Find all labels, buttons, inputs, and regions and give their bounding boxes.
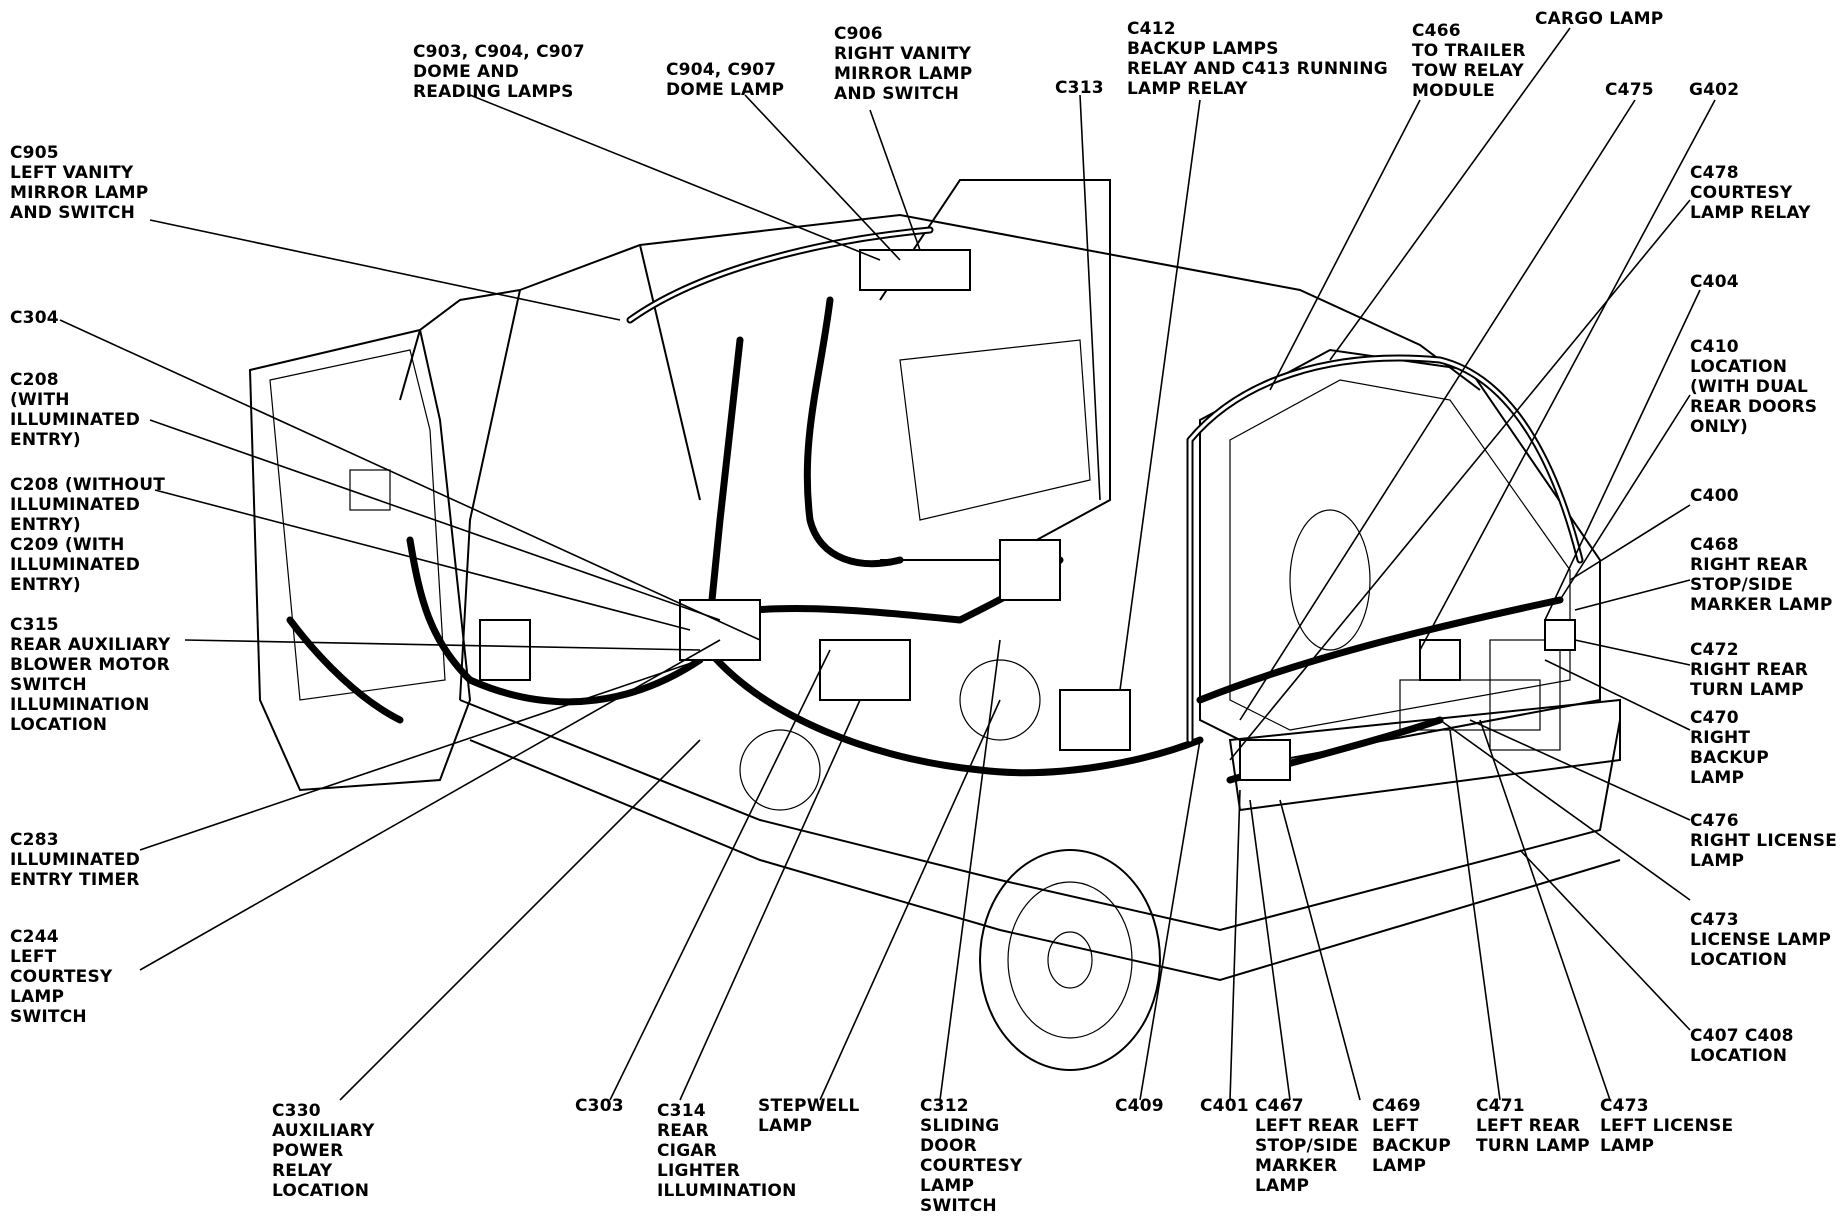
label-c467: C467 LEFT REAR STOP/SIDE MARKER LAMP [1255, 1096, 1360, 1196]
van-body [248, 179, 1621, 1071]
label-c410: C410 LOCATION (WITH DUAL REAR DOORS ONLY… [1690, 337, 1818, 437]
label-c407-c408: C407 C408 LOCATION [1690, 1026, 1794, 1066]
label-c473-right: C473 LICENSE LAMP LOCATION [1690, 910, 1832, 970]
label-c470: C470 RIGHT BACKUP LAMP [1690, 708, 1769, 788]
label-c312: C312 SLIDING DOOR COURTESY LAMP SWITCH [920, 1096, 1023, 1216]
label-c409: C409 [1115, 1096, 1164, 1116]
label-c401: C401 [1200, 1096, 1249, 1116]
label-stepwell-lamp: STEPWELL LAMP [758, 1096, 860, 1136]
label-c208-c209: C208 (WITHOUT ILLUMINATED ENTRY) C209 (W… [10, 475, 166, 595]
label-c330: C330 AUXILIARY POWER RELAY LOCATION [272, 1101, 375, 1201]
label-c478: C478 COURTESY LAMP RELAY [1690, 163, 1811, 223]
label-c468: C468 RIGHT REAR STOP/SIDE MARKER LAMP [1690, 535, 1833, 615]
label-c400: C400 [1690, 486, 1739, 506]
wiring-harness [286, 226, 1584, 784]
label-c471: C471 LEFT REAR TURN LAMP [1476, 1096, 1590, 1156]
label-c903: C903, C904, C907 DOME AND READING LAMPS [413, 42, 585, 102]
label-c906: C906 RIGHT VANITY MIRROR LAMP AND SWITCH [834, 24, 973, 104]
leader-lines [59, 27, 1716, 1101]
label-c905: C905 LEFT VANITY MIRROR LAMP AND SWITCH [10, 143, 149, 223]
label-c472: C472 RIGHT REAR TURN LAMP [1690, 640, 1809, 700]
label-c314: C314 REAR CIGAR LIGHTER ILLUMINATION [657, 1101, 797, 1201]
label-c404: C404 [1690, 272, 1739, 292]
label-c469: C469 LEFT BACKUP LAMP [1372, 1096, 1451, 1176]
label-c476: C476 RIGHT LICENSE LAMP [1690, 811, 1838, 871]
label-c244: C244 LEFT COURTESY LAMP SWITCH [10, 927, 113, 1027]
label-c315: C315 REAR AUXILIARY BLOWER MOTOR SWITCH … [10, 615, 171, 735]
label-c412: C412 BACKUP LAMPS RELAY AND C413 RUNNING… [1127, 19, 1388, 99]
label-g402: G402 [1689, 80, 1740, 100]
label-cargo-lamp: CARGO LAMP [1535, 9, 1664, 29]
label-c303: C303 [575, 1096, 624, 1116]
label-c466: C466 TO TRAILER TOW RELAY MODULE [1412, 21, 1526, 101]
label-c475: C475 [1605, 80, 1654, 100]
label-c304: C304 [10, 308, 59, 328]
label-c904: C904, C907 DOME LAMP [666, 60, 785, 100]
label-c208: C208 (WITH ILLUMINATED ENTRY) [10, 370, 141, 450]
label-c313: C313 [1055, 78, 1104, 98]
label-c473-left: C473 LEFT LICENSE LAMP [1600, 1096, 1734, 1156]
label-c283: C283 ILLUMINATED ENTRY TIMER [10, 830, 141, 890]
